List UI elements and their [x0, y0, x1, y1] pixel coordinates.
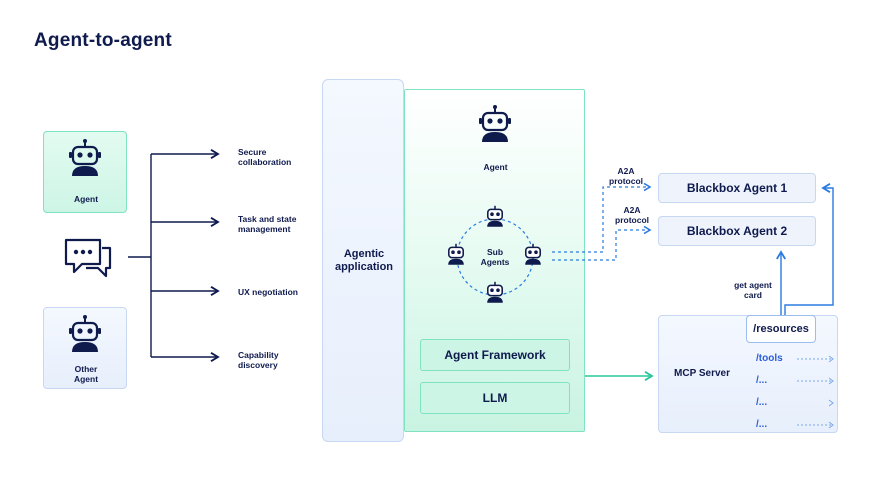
blackbox-agent-2[interactable]: Blackbox Agent 2: [658, 216, 816, 246]
path-item-2[interactable]: /...: [756, 375, 768, 386]
path-item-4[interactable]: /...: [756, 419, 768, 430]
llm-box[interactable]: LLM: [420, 382, 570, 414]
path-arrows: [797, 358, 832, 426]
other-agent-label: Other Agent: [73, 364, 99, 384]
robot-icon: [479, 105, 511, 142]
resources-box[interactable]: /resources: [746, 315, 816, 343]
agent-framework-box[interactable]: Agent Framework: [420, 339, 570, 371]
capability-ux-negotiation: UX negotiation: [238, 287, 298, 297]
robot-icon: [69, 315, 101, 352]
sub-agent-robot-icon: [448, 243, 464, 265]
a2a-protocol-label-2: A2A protocol: [615, 205, 649, 225]
other-agent-card[interactable]: Other Agent: [43, 307, 127, 389]
robot-icon: [69, 139, 101, 176]
get-agent-card-label: get agent card: [734, 280, 772, 300]
path-item-3[interactable]: /...: [756, 397, 768, 408]
sub-agents-label: Sub Agents: [480, 247, 510, 267]
capability-tree-lines: [128, 149, 220, 362]
a2a-protocol-label-1: A2A protocol: [609, 166, 643, 186]
capability-task-state: Task and state management: [238, 214, 297, 234]
capability-secure-collaboration: Secure collaboration: [238, 147, 292, 167]
sub-agent-robot-icon: [525, 243, 541, 265]
path-tools[interactable]: /tools: [756, 353, 783, 364]
a2a-arrows: [552, 182, 652, 261]
agent-card[interactable]: Agent: [43, 131, 127, 213]
page-title: Agent-to-agent: [34, 30, 172, 51]
chat-bubbles-icon: [64, 238, 112, 278]
sub-agent-robot-icon: [487, 205, 503, 227]
agentic-application-label: Agentic application: [334, 248, 394, 273]
resources-label: /resources: [753, 323, 809, 335]
agentic-application-panel[interactable]: Agentic application: [322, 79, 404, 442]
mcp-server-label: MCP Server: [674, 368, 730, 379]
center-agent-label: Agent: [483, 162, 508, 172]
agent-label: Agent: [73, 194, 99, 204]
get-agent-card-arrows: [776, 183, 834, 315]
sub-agent-robot-icon: [487, 281, 503, 303]
capability-discovery: Capability discovery: [238, 350, 279, 370]
blackbox-agent-1[interactable]: Blackbox Agent 1: [658, 173, 816, 203]
